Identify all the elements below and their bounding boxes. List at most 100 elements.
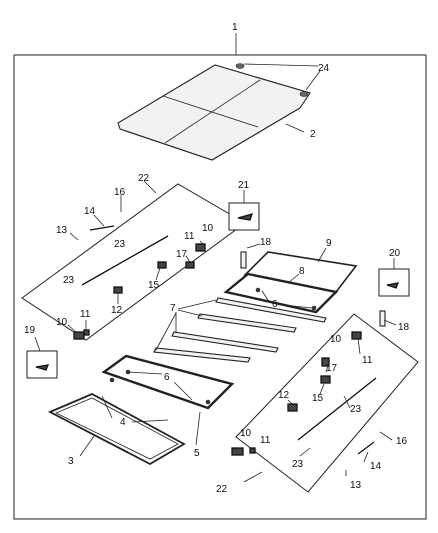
callout-12: 12	[278, 390, 290, 401]
leader-6a	[261, 290, 271, 304]
crossbars-7	[153, 297, 327, 363]
callout-7: 7	[170, 303, 176, 314]
leader-9	[317, 247, 327, 263]
kit-box-20	[378, 268, 410, 297]
callout-13: 13	[56, 225, 68, 236]
callout-10: 10	[56, 317, 68, 328]
rail-strip	[297, 377, 377, 441]
leader-11a	[199, 240, 205, 246]
callout-21: 21	[238, 180, 250, 191]
fastener	[255, 287, 261, 293]
knob	[299, 91, 309, 97]
callout-22: 22	[138, 173, 150, 184]
callout-17: 17	[326, 363, 338, 374]
callout-8: 8	[299, 266, 305, 277]
leader-3	[79, 435, 95, 457]
leader-15b	[319, 383, 325, 395]
callout-1: 1	[232, 22, 238, 33]
callout-11: 11	[184, 231, 195, 242]
callout-4: 4	[120, 417, 126, 428]
leader-24	[243, 63, 319, 67]
leader-12b	[287, 399, 293, 405]
leader-6b	[283, 304, 313, 309]
callout-11: 11	[260, 435, 271, 446]
kit-item	[35, 364, 50, 371]
rail-strip	[81, 235, 169, 286]
callout-10: 10	[202, 223, 214, 234]
callout-15: 15	[148, 280, 160, 291]
clip	[351, 331, 362, 340]
leader-4a	[101, 395, 113, 419]
seal-strip	[357, 441, 375, 455]
callout-23: 23	[292, 459, 304, 470]
callout-19: 19	[24, 325, 36, 336]
seal-frame-9	[243, 251, 358, 293]
leader-24b	[305, 70, 321, 91]
clip	[320, 375, 331, 384]
kit-box-19	[26, 350, 58, 379]
leader-5	[195, 411, 201, 446]
leader-22b	[243, 471, 263, 483]
callout-2: 2	[310, 129, 316, 140]
pin-18a	[240, 251, 247, 269]
callout-10: 10	[330, 334, 342, 345]
clip	[185, 261, 195, 269]
leader-18b	[383, 319, 397, 326]
callout-17: 17	[176, 249, 188, 260]
callout-13: 13	[350, 480, 362, 491]
leader-10a	[67, 324, 77, 333]
callout-11: 11	[362, 355, 373, 366]
callout-22: 22	[216, 484, 228, 495]
hard-top-part	[117, 63, 311, 161]
callout-18: 18	[398, 322, 410, 333]
callout-11: 11	[80, 309, 91, 320]
callout-23: 23	[350, 404, 362, 415]
leader-14a	[93, 214, 105, 227]
seal-3	[47, 393, 186, 466]
leader-16b	[379, 431, 393, 441]
seal-strip	[89, 225, 115, 231]
kit-item	[386, 282, 400, 289]
callout-6: 6	[164, 372, 170, 383]
leader-11c	[357, 337, 361, 355]
knob	[235, 63, 245, 69]
leader-17a	[185, 255, 191, 263]
callout-23: 23	[114, 239, 126, 250]
frame-5	[101, 354, 235, 410]
leader-15a	[155, 267, 161, 281]
leader-23d	[299, 447, 311, 457]
callout-10: 10	[240, 428, 252, 439]
callout-20: 20	[389, 248, 401, 259]
leader-7b	[177, 309, 203, 317]
leader-2	[285, 123, 305, 133]
callout-16: 16	[114, 187, 126, 198]
clip	[321, 357, 330, 367]
leader-17b	[325, 365, 329, 373]
leader-6d	[173, 381, 193, 401]
leader-8	[287, 273, 300, 284]
callout-5: 5	[194, 448, 200, 459]
leader-18a	[246, 243, 261, 249]
callout-24: 24	[318, 63, 330, 74]
leader-6c	[127, 371, 163, 375]
leader-7a	[177, 299, 217, 310]
callout-6: 6	[272, 299, 278, 310]
fastener	[109, 377, 115, 383]
clip	[231, 447, 244, 456]
leader-22a	[143, 180, 157, 194]
clip	[113, 286, 123, 294]
callout-18: 18	[260, 237, 272, 248]
callout-23: 23	[63, 275, 75, 286]
clip	[157, 261, 167, 269]
fastener	[311, 305, 317, 311]
fastener	[205, 399, 211, 405]
kit-item	[237, 213, 254, 221]
leader-4b	[131, 419, 169, 423]
callout-9: 9	[326, 238, 332, 249]
clip-11	[83, 329, 90, 336]
pin-18b	[379, 310, 386, 327]
callout-14: 14	[370, 461, 382, 472]
leader-23c	[343, 395, 351, 409]
callout-14: 14	[84, 206, 96, 217]
